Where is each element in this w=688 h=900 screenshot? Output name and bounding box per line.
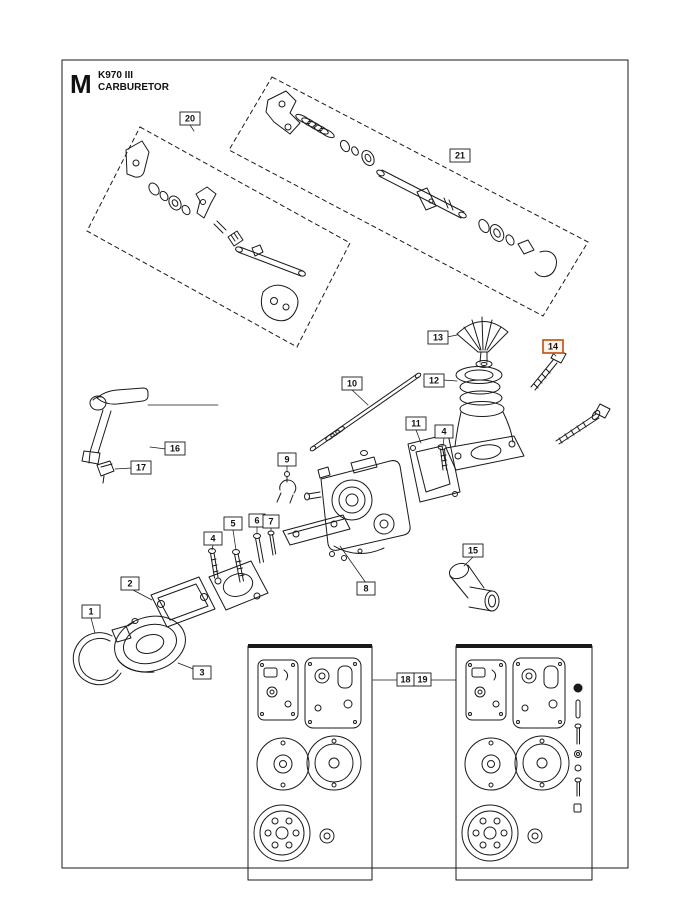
svg-text:9: 9 — [284, 455, 289, 465]
callout-1: 1 — [81, 604, 101, 619]
callout-15: 15 — [462, 543, 484, 558]
svg-text:11: 11 — [411, 419, 421, 429]
assembly-box-21 — [228, 76, 589, 317]
callout-7: 7 — [262, 514, 280, 529]
screw-4-right — [437, 444, 448, 471]
hose-clamp — [72, 618, 139, 686]
gasket-kit-box-19 — [455, 644, 593, 881]
gasket — [150, 576, 216, 628]
intake-elbow — [445, 411, 525, 471]
funnel-valve — [456, 316, 509, 368]
svg-text:10: 10 — [347, 379, 357, 389]
svg-text:8: 8 — [363, 584, 368, 594]
screw-4-left — [208, 548, 219, 579]
svg-text:6: 6 — [254, 516, 259, 526]
throttle-linkage-parts — [125, 140, 306, 322]
svg-text:2: 2 — [127, 579, 132, 589]
callout-11: 11 — [405, 416, 427, 431]
callout-18: 18 — [396, 672, 415, 687]
svg-text:17: 17 — [136, 463, 146, 473]
svg-text:4: 4 — [210, 534, 215, 544]
callout-4-right: 4 — [434, 424, 454, 439]
callout-8: 8 — [356, 581, 376, 596]
svg-text:12: 12 — [429, 376, 439, 386]
lever-assembly — [81, 387, 219, 465]
callout-20: 20 — [179, 111, 201, 126]
svg-text:16: 16 — [170, 444, 180, 454]
svg-text:18: 18 — [400, 675, 410, 685]
needle-rod — [309, 372, 422, 452]
header: M K970 III CARBURETOR — [70, 69, 170, 99]
svg-text:15: 15 — [468, 546, 478, 556]
intake-rubber — [114, 615, 186, 673]
callout-5: 5 — [223, 516, 243, 531]
header-title: CARBURETOR — [98, 82, 170, 93]
callouts: 1 2 3 4 4 5 6 7 — [81, 111, 564, 687]
long-bolts — [530, 348, 611, 445]
mounting-bracket — [407, 433, 461, 503]
callout-16: 16 — [164, 441, 186, 456]
callout-12: 12 — [423, 373, 445, 388]
callout-9: 9 — [277, 452, 297, 467]
callout-10: 10 — [341, 376, 363, 391]
svg-text:4: 4 — [441, 427, 446, 437]
assembly-box-20 — [86, 126, 351, 348]
callout-14-highlighted: 14 — [542, 339, 564, 354]
callout-2: 2 — [120, 576, 140, 591]
callout-19: 19 — [413, 672, 432, 687]
svg-text:14: 14 — [548, 342, 558, 352]
svg-text:20: 20 — [185, 114, 195, 124]
spacer-flange — [208, 560, 269, 611]
page-frame — [61, 59, 629, 869]
screw-5 — [232, 549, 245, 583]
header-model: K970 III — [98, 70, 133, 81]
svg-text:3: 3 — [199, 668, 204, 678]
callout-21: 21 — [449, 148, 471, 163]
leader-lines — [90, 124, 557, 681]
retainer-clip — [276, 471, 297, 504]
callout-3: 3 — [192, 665, 212, 680]
bellows — [455, 366, 505, 417]
svg-text:21: 21 — [455, 151, 465, 161]
gasket-kit-box-18 — [247, 644, 373, 881]
svg-text:1: 1 — [88, 607, 93, 617]
choke-shaft-parts — [265, 90, 557, 277]
svg-text:5: 5 — [230, 519, 235, 529]
callout-4-left: 4 — [203, 531, 223, 546]
callout-13: 13 — [427, 330, 449, 345]
screw-6 — [253, 533, 264, 564]
header-section-letter: M — [70, 69, 92, 99]
carburetor-body — [304, 450, 411, 561]
svg-text:13: 13 — [433, 333, 443, 343]
bushing — [96, 460, 115, 484]
metering-plate — [282, 514, 351, 546]
svg-text:7: 7 — [268, 517, 273, 527]
boot-elbow — [448, 562, 500, 612]
svg-text:19: 19 — [417, 675, 427, 685]
callout-17: 17 — [130, 460, 152, 475]
screw-7 — [267, 530, 277, 556]
